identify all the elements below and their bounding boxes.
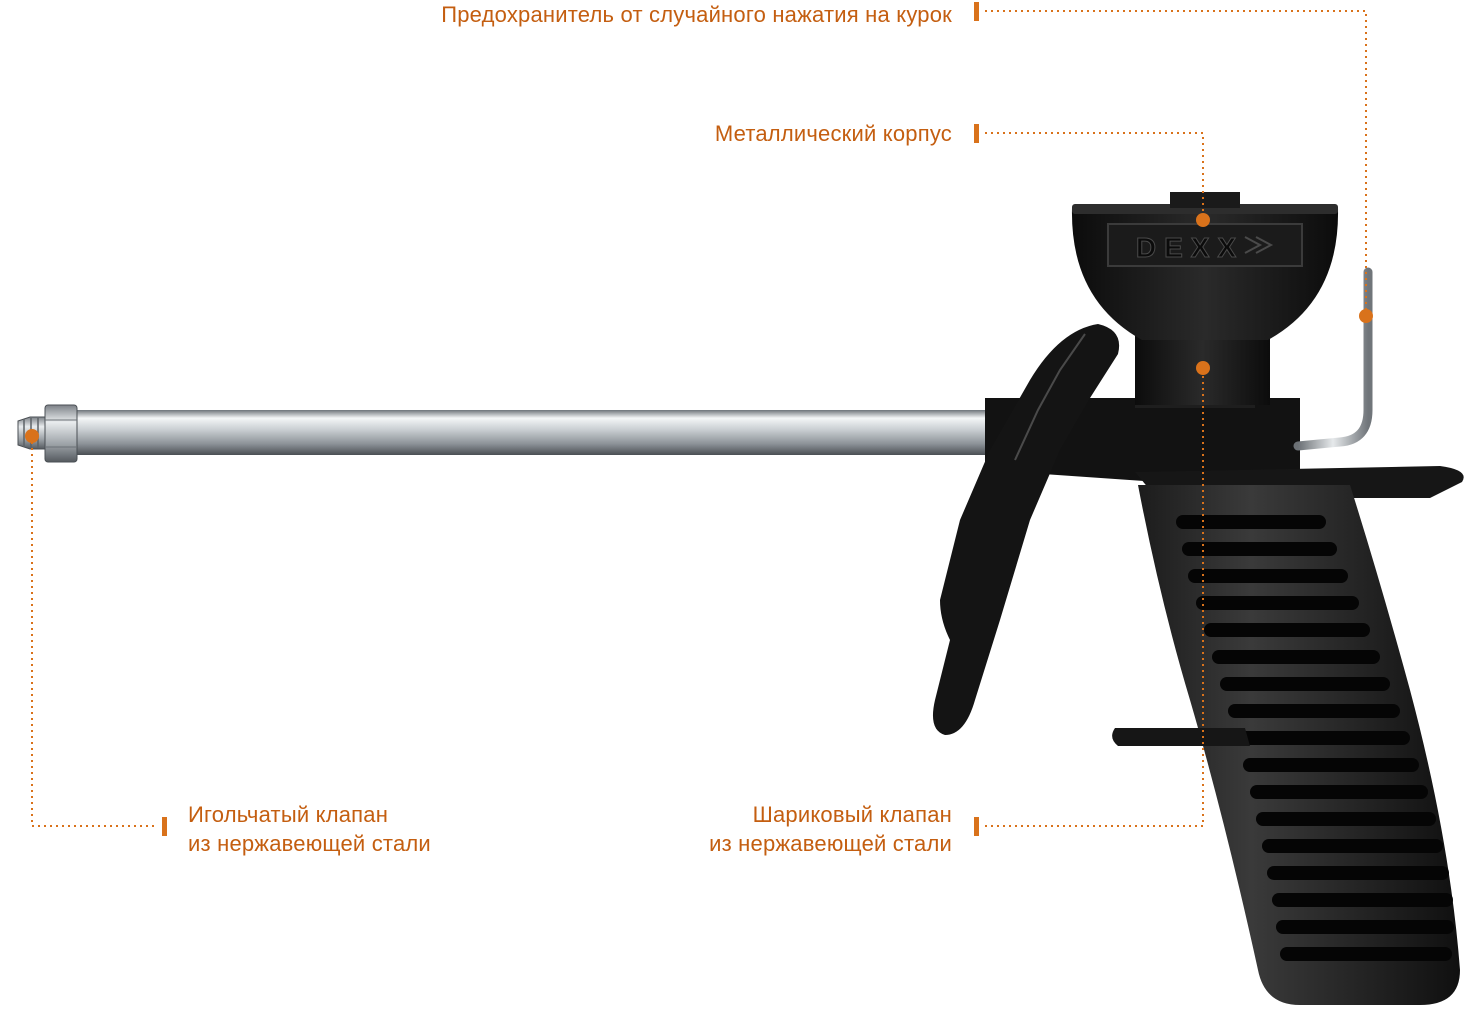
callout-text: Предохранитель от случайного нажатия на … [441,2,952,27]
marker-bar [974,817,979,836]
marker-bar [162,817,167,836]
callout-line-ball [985,368,1204,827]
barrel [75,410,1010,455]
callout-lines [31,10,1367,827]
logo-text: DEXX [1136,232,1244,263]
callout-text-line2: из нержавеющей стали [188,831,431,856]
callout-text-line2: из нержавеющей стали [709,831,952,856]
callout-label-needle-valve: Игольчатый клапан из нержавеющей стали [188,800,431,858]
trigger [932,324,1120,735]
callout-text-line1: Шариковый клапан [752,802,952,827]
marker-bar [974,2,979,21]
foam-gun: DEXX [17,192,1464,1005]
grip-slots [1176,515,1454,961]
callout-text-line1: Игольчатый клапан [188,802,389,827]
hanger-fin [1112,728,1250,746]
marker-dot [25,429,39,443]
marker-dot [1196,213,1210,227]
callout-text: Металлический корпус [714,121,952,146]
marker-dot [1359,309,1373,323]
callout-markers [25,2,1373,836]
trigger-safety-rod [1293,267,1373,451]
callout-label-trigger-safety: Предохранитель от случайного нажатия на … [441,0,952,29]
callout-label-metal-body: Металлический корпус [715,119,952,148]
callout-line-body [985,132,1204,220]
callout-line-needle [31,436,158,827]
callout-line-safety [985,10,1367,316]
callout-label-ball-valve: Шариковый клапан из нержавеющей стали [709,800,952,858]
marker-bar [974,124,979,143]
marker-dot [1196,361,1210,375]
